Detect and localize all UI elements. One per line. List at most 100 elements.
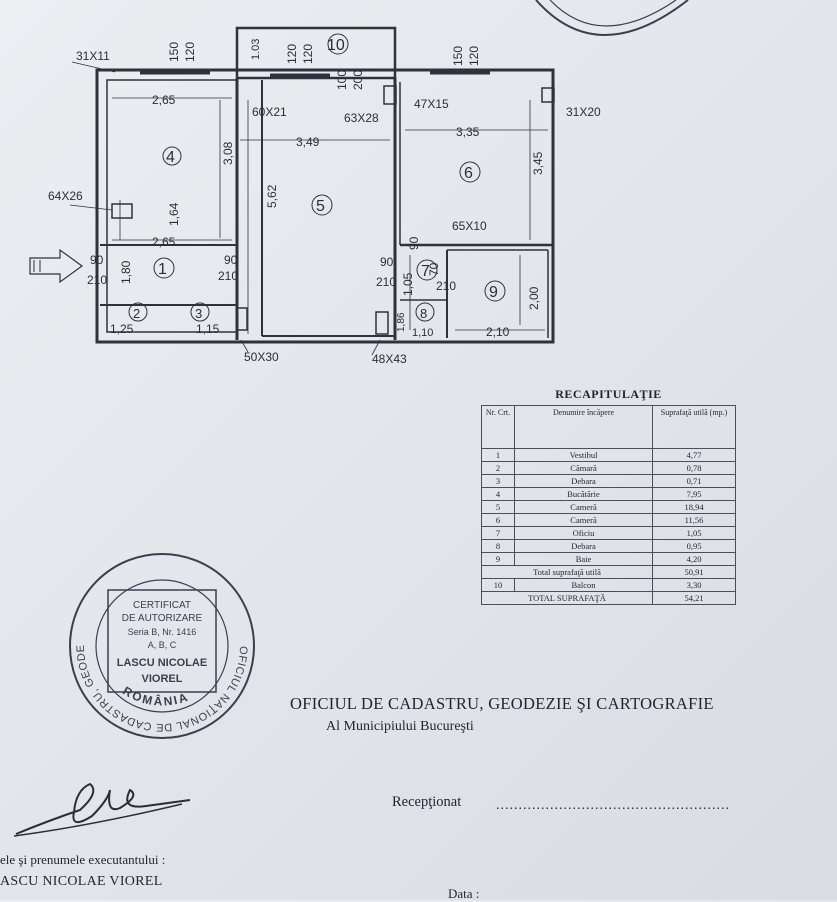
room-4-number: 4 [166, 149, 175, 166]
room-5-number: 5 [316, 198, 325, 215]
row-area: 0,95 [652, 539, 736, 553]
dim-label: 3,49 [296, 135, 320, 149]
row-name: Bucătărie [514, 487, 653, 501]
seal-line2: DE AUTORIZARE [122, 613, 203, 624]
date-label: Data : [448, 886, 480, 901]
row-area: 11,56 [652, 513, 736, 527]
dim-label: 2,65 [152, 235, 176, 249]
dim-label: 200 [351, 70, 365, 90]
dim-label: 150 [451, 46, 465, 66]
dim-label: 3,45 [531, 151, 545, 175]
row-nr: 5 [481, 500, 515, 514]
office-title: OFICIUL DE CADASTRU, GEODEZIE ŞI CARTOGR… [290, 694, 714, 713]
dim-label: 70 [427, 262, 441, 276]
dim-label: 1,86 [396, 312, 407, 332]
dim-label: 90 [380, 255, 394, 269]
dim-label: 63X28 [344, 111, 379, 125]
dim-label: 47X15 [414, 97, 449, 111]
seal-line6: VIOREL [142, 673, 183, 685]
dim-label: 120 [467, 46, 481, 66]
dim-label: 2,00 [527, 286, 541, 310]
total-label: TOTAL SUPRAFAŢĂ [481, 591, 653, 605]
received-dots: ........................................… [496, 798, 730, 813]
received-label: Recepţionat [392, 794, 462, 810]
seal-line1: CERTIFICAT [133, 600, 191, 611]
dim-label: 210 [436, 279, 456, 293]
room-10-number: 10 [327, 37, 345, 54]
row-name: Vestibul [514, 448, 653, 462]
room-9-number: 9 [489, 284, 498, 301]
dim-label: 90 [90, 253, 104, 267]
dim-label: 3,35 [456, 125, 480, 139]
row-nr: 1 [481, 448, 515, 462]
row-nr: 3 [481, 474, 515, 488]
dim-label: 210 [218, 269, 238, 283]
row-area: 1,05 [652, 526, 736, 540]
dim-label: 48X43 [372, 352, 407, 366]
stamp-partial [535, 0, 689, 36]
dim-label: 120 [183, 42, 197, 62]
dim-label: 60X21 [252, 105, 287, 119]
row-name: Cămară [514, 461, 653, 475]
total-util-value: 50,91 [652, 565, 736, 579]
row-nr: 2 [481, 461, 515, 475]
row-name: Cameră [514, 500, 653, 514]
room-7-number: 7 [421, 263, 430, 280]
dim-label: 90 [224, 253, 238, 267]
executant-label: ele şi prenumele executantului : [0, 852, 166, 867]
dim-label: 1,05 [401, 272, 415, 296]
seal-line3: Seria B, Nr. 1416 [128, 627, 197, 637]
row-nr: 7 [481, 526, 515, 540]
row-name: Cameră [514, 513, 653, 527]
dim-label: 2,65 [152, 93, 176, 107]
dim-label: 210 [87, 273, 107, 287]
dim-label: 120 [301, 44, 315, 64]
room-8-number: 8 [420, 306, 427, 321]
row-area: 0,71 [652, 474, 736, 488]
floor-plan: 4 5 6 1 9 10 7 8 2 3 31X11 150 120 1.03 … [29, 26, 601, 366]
seal-country: ROMÂNIA [120, 684, 191, 709]
dim-label: 1,80 [119, 260, 133, 284]
row-nr: 9 [481, 552, 515, 566]
room-1-number: 1 [158, 261, 167, 278]
recap-table-section: RECAPITULAŢIE Nr. Crt. Denumire încăpere… [481, 387, 736, 605]
balcon-nr: 10 [481, 578, 515, 592]
row-nr: 4 [481, 487, 515, 501]
seal-line5: LASCU NICOLAE [117, 657, 207, 669]
row-name: Debara [514, 539, 653, 553]
recap-table: Nr. Crt. Denumire încăpere Suprafaţă uti… [481, 405, 736, 605]
row-nr: 6 [481, 513, 515, 527]
row-area: 7,95 [652, 487, 736, 501]
signature [13, 782, 191, 837]
total-value: 54,21 [652, 591, 736, 605]
dim-label: 90 [407, 236, 421, 250]
dim-label: 2,10 [486, 325, 510, 339]
dim-label: 5,62 [265, 184, 279, 208]
room-3-number: 3 [195, 306, 202, 321]
recap-title: RECAPITULAŢIE [555, 387, 662, 401]
col-header-nr: Nr. Crt. [481, 405, 515, 449]
seal-line4: A, B, C [148, 640, 177, 650]
dim-label: 120 [285, 44, 299, 64]
dim-label: 3,08 [221, 141, 235, 165]
dim-label: 31X11 [76, 49, 110, 63]
dim-label: 31X20 [566, 105, 601, 119]
row-area: 18,94 [652, 500, 736, 514]
dim-label: 1,25 [110, 322, 134, 336]
col-header-area: Suprafaţă utilă (mp.) [652, 405, 736, 449]
dim-label: 64X26 [48, 189, 83, 203]
dim-label: 1,15 [196, 322, 220, 336]
office-subtitle: Al Municipiului Bucureşti [326, 719, 474, 734]
dim-label: 1.03 [250, 39, 262, 60]
balcon-area: 3,30 [652, 578, 736, 592]
row-area: 0,78 [652, 461, 736, 475]
row-name: Debara [514, 474, 653, 488]
